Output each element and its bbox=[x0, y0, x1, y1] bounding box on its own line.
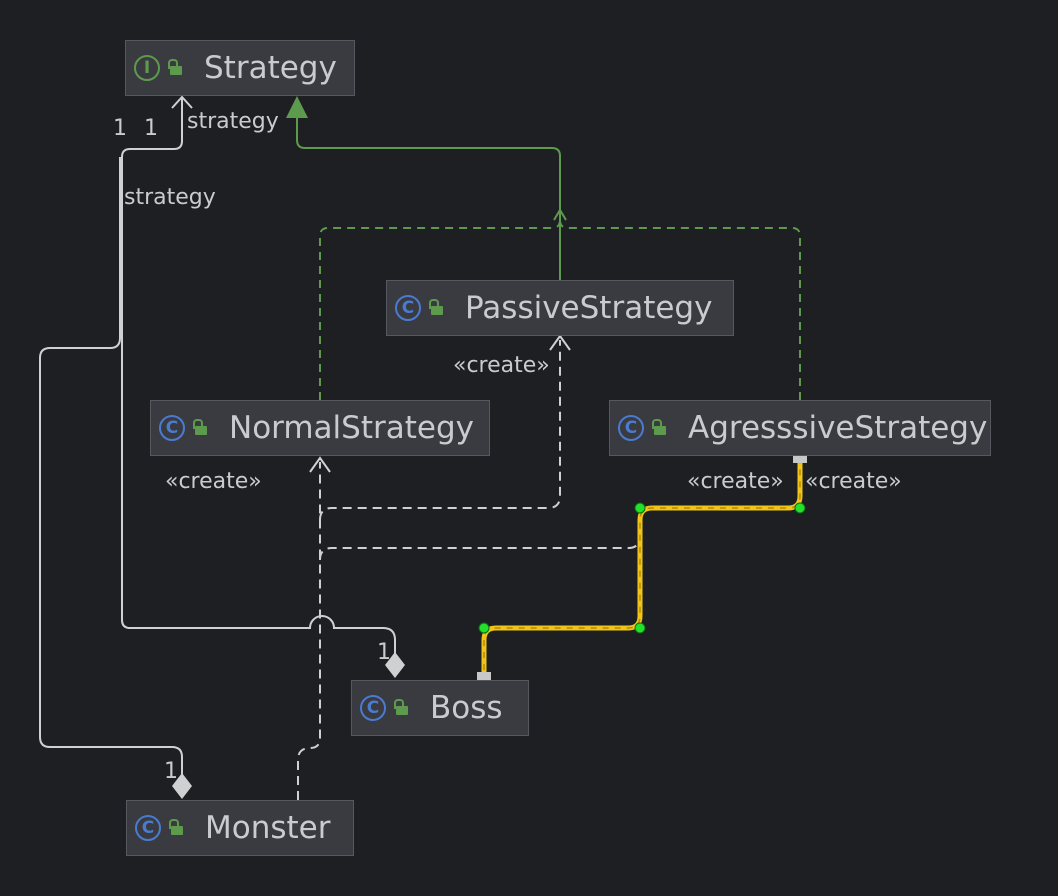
node-title: PassiveStrategy bbox=[465, 290, 713, 326]
node-title: Monster bbox=[205, 810, 331, 846]
multiplicity-label: 1 bbox=[377, 640, 391, 665]
multiplicity-label: 1 bbox=[113, 116, 127, 141]
public-lock-icon bbox=[169, 819, 187, 837]
bend-handle[interactable] bbox=[478, 622, 490, 634]
node-normal-strategy[interactable]: C NormalStrategy bbox=[150, 400, 490, 456]
dependency-monster-agressive[interactable] bbox=[319, 535, 641, 561]
association-arrow-open bbox=[171, 95, 193, 109]
realization-normal bbox=[319, 219, 561, 400]
stereotype-label: «create» bbox=[453, 353, 550, 378]
node-strategy[interactable]: I Strategy bbox=[125, 40, 355, 96]
class-icon: C bbox=[395, 295, 421, 321]
stereotype-label: «create» bbox=[165, 469, 262, 494]
node-title: NormalStrategy bbox=[229, 410, 474, 446]
interface-icon: I bbox=[134, 55, 160, 81]
realization-main bbox=[296, 118, 561, 280]
composition-diamond-monster bbox=[172, 773, 192, 799]
stereotype-label: «create» bbox=[687, 469, 784, 494]
class-icon: C bbox=[135, 815, 161, 841]
arrow-open-passive bbox=[549, 334, 571, 351]
class-icon: C bbox=[360, 695, 386, 721]
public-lock-icon bbox=[429, 299, 447, 317]
dependency-boss-passive[interactable] bbox=[319, 340, 561, 521]
bend-handle[interactable] bbox=[634, 622, 646, 634]
realization-agressive bbox=[559, 219, 801, 400]
association-boss-strategy[interactable] bbox=[121, 98, 396, 655]
stereotype-label: «create» bbox=[805, 469, 902, 494]
node-monster[interactable]: C Monster bbox=[126, 800, 354, 856]
public-lock-icon bbox=[168, 59, 186, 77]
realization-edges[interactable] bbox=[296, 118, 801, 400]
public-lock-icon bbox=[193, 419, 211, 437]
dependency-monster-normal[interactable] bbox=[297, 462, 321, 800]
public-lock-icon bbox=[394, 699, 412, 717]
node-title: Boss bbox=[430, 690, 503, 726]
realization-arrowhead bbox=[286, 96, 308, 118]
composition-diamond-boss bbox=[385, 652, 405, 678]
node-agressive-strategy[interactable]: C AgresssiveStrategy bbox=[609, 400, 991, 456]
node-title: AgresssiveStrategy bbox=[688, 410, 988, 446]
role-label: strategy bbox=[187, 109, 279, 134]
bend-handle[interactable] bbox=[634, 502, 646, 514]
association-monster-strategy[interactable] bbox=[39, 157, 183, 775]
multiplicity-label: 1 bbox=[144, 116, 158, 141]
node-boss[interactable]: C Boss bbox=[351, 680, 529, 736]
public-lock-icon bbox=[652, 419, 670, 437]
role-label: strategy bbox=[124, 185, 216, 210]
selected-edge-dash bbox=[483, 458, 801, 682]
multiplicity-label: 1 bbox=[164, 759, 178, 784]
arrow-open-normal bbox=[309, 456, 331, 473]
node-title: Strategy bbox=[204, 50, 337, 86]
class-icon: C bbox=[159, 415, 185, 441]
node-passive-strategy[interactable]: C PassiveStrategy bbox=[386, 280, 734, 336]
bend-handle[interactable] bbox=[794, 502, 806, 514]
class-icon: C bbox=[618, 415, 644, 441]
